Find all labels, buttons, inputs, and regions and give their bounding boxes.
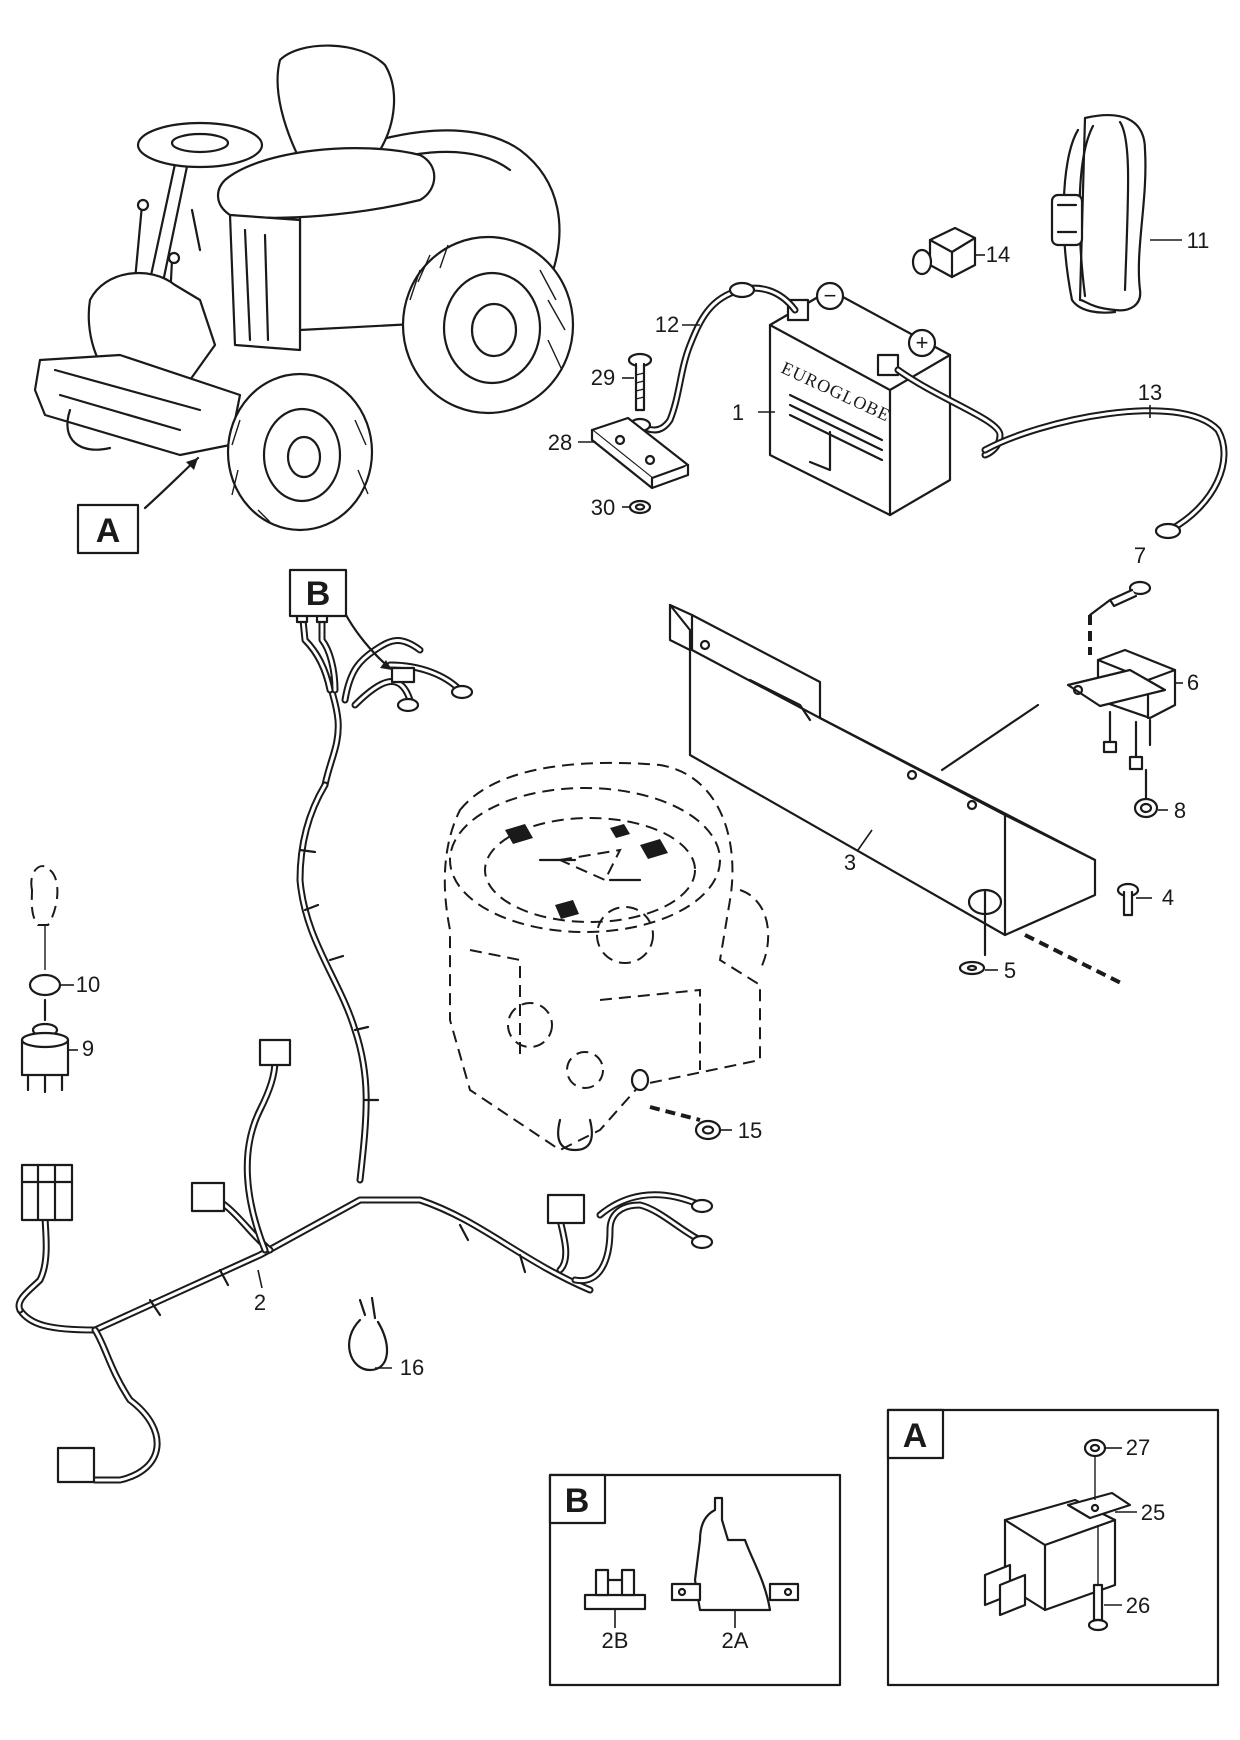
- label-29: 29: [591, 365, 615, 390]
- screw-part-4: [1024, 882, 1140, 987]
- label-26: 26: [1126, 1593, 1150, 1618]
- label-13: 13: [1138, 380, 1162, 405]
- label-2b: 2B: [602, 1628, 629, 1653]
- label-2: 2: [254, 1290, 266, 1315]
- nut-part-30: [628, 499, 652, 515]
- riding-mower-illustration: [33, 44, 575, 532]
- label-28: 28: [548, 430, 572, 455]
- terminal-cover-part-14: [911, 226, 977, 279]
- label-11: 11: [1187, 228, 1210, 253]
- label-2a: 2A: [722, 1628, 749, 1653]
- inset-a-relay: A 27 25 26: [886, 1408, 1220, 1687]
- label-5: 5: [1004, 958, 1016, 983]
- nut-part-8: [1133, 768, 1159, 819]
- label-14: 14: [986, 242, 1010, 267]
- label-7: 7: [1134, 543, 1146, 568]
- callout-b-label: B: [306, 575, 331, 613]
- wiring-harness-part-2: [15, 586, 714, 1484]
- relay-part-25: [983, 1491, 1132, 1617]
- inset-b-fuses: B 2B 2A: [548, 1473, 842, 1687]
- washer-part-5: [958, 960, 986, 976]
- callout-b: B: [288, 568, 392, 670]
- engine-dashed-outline: [443, 761, 770, 1152]
- label-9: 9: [82, 1036, 94, 1061]
- label-27: 27: [1126, 1435, 1150, 1460]
- cable-tie-part-16: [348, 1296, 389, 1372]
- callout-a-label: A: [96, 512, 121, 550]
- inset-a-label: A: [903, 1417, 928, 1455]
- positive-cable-part-13: [894, 366, 1228, 540]
- label-10: 10: [76, 972, 100, 997]
- battery-part-1: − + EUROGLOBE: [768, 281, 952, 517]
- bolt-part-29: [627, 352, 653, 412]
- switch-part-9: [20, 865, 70, 1094]
- inset-b-label: B: [565, 1482, 590, 1520]
- fuse-part-2b: [583, 1568, 647, 1611]
- label-16: 16: [400, 1355, 424, 1380]
- battery-minus-symbol: −: [824, 283, 837, 308]
- battery-plus-symbol: +: [916, 330, 929, 355]
- bracket-part-28: [590, 416, 690, 490]
- callout-a: A: [76, 503, 140, 555]
- solenoid-part-6: [940, 598, 1177, 772]
- label-4: 4: [1162, 885, 1174, 910]
- nut-part-15: [694, 1119, 722, 1141]
- bolt-part-26: [1087, 1525, 1109, 1632]
- label-15: 15: [738, 1118, 762, 1143]
- label-6: 6: [1187, 670, 1199, 695]
- label-3: 3: [844, 850, 856, 875]
- screw-part-7: [1108, 580, 1152, 608]
- part-labels: 1 2 3 4 5 6 7 8 9 10 11 12 13 14 15 16 2…: [60, 228, 1209, 1380]
- label-30: 30: [591, 495, 615, 520]
- negative-cable-part-12: [628, 281, 799, 434]
- label-25: 25: [1141, 1500, 1165, 1525]
- label-1: 1: [732, 400, 744, 425]
- label-12: 12: [655, 312, 679, 337]
- fuse-holder-part-2a: [670, 1496, 800, 1612]
- battery-strap-part-11: [1050, 114, 1147, 314]
- bracket-part-3: [668, 603, 1097, 957]
- nut-part-27: [1083, 1438, 1107, 1500]
- label-8: 8: [1174, 798, 1186, 823]
